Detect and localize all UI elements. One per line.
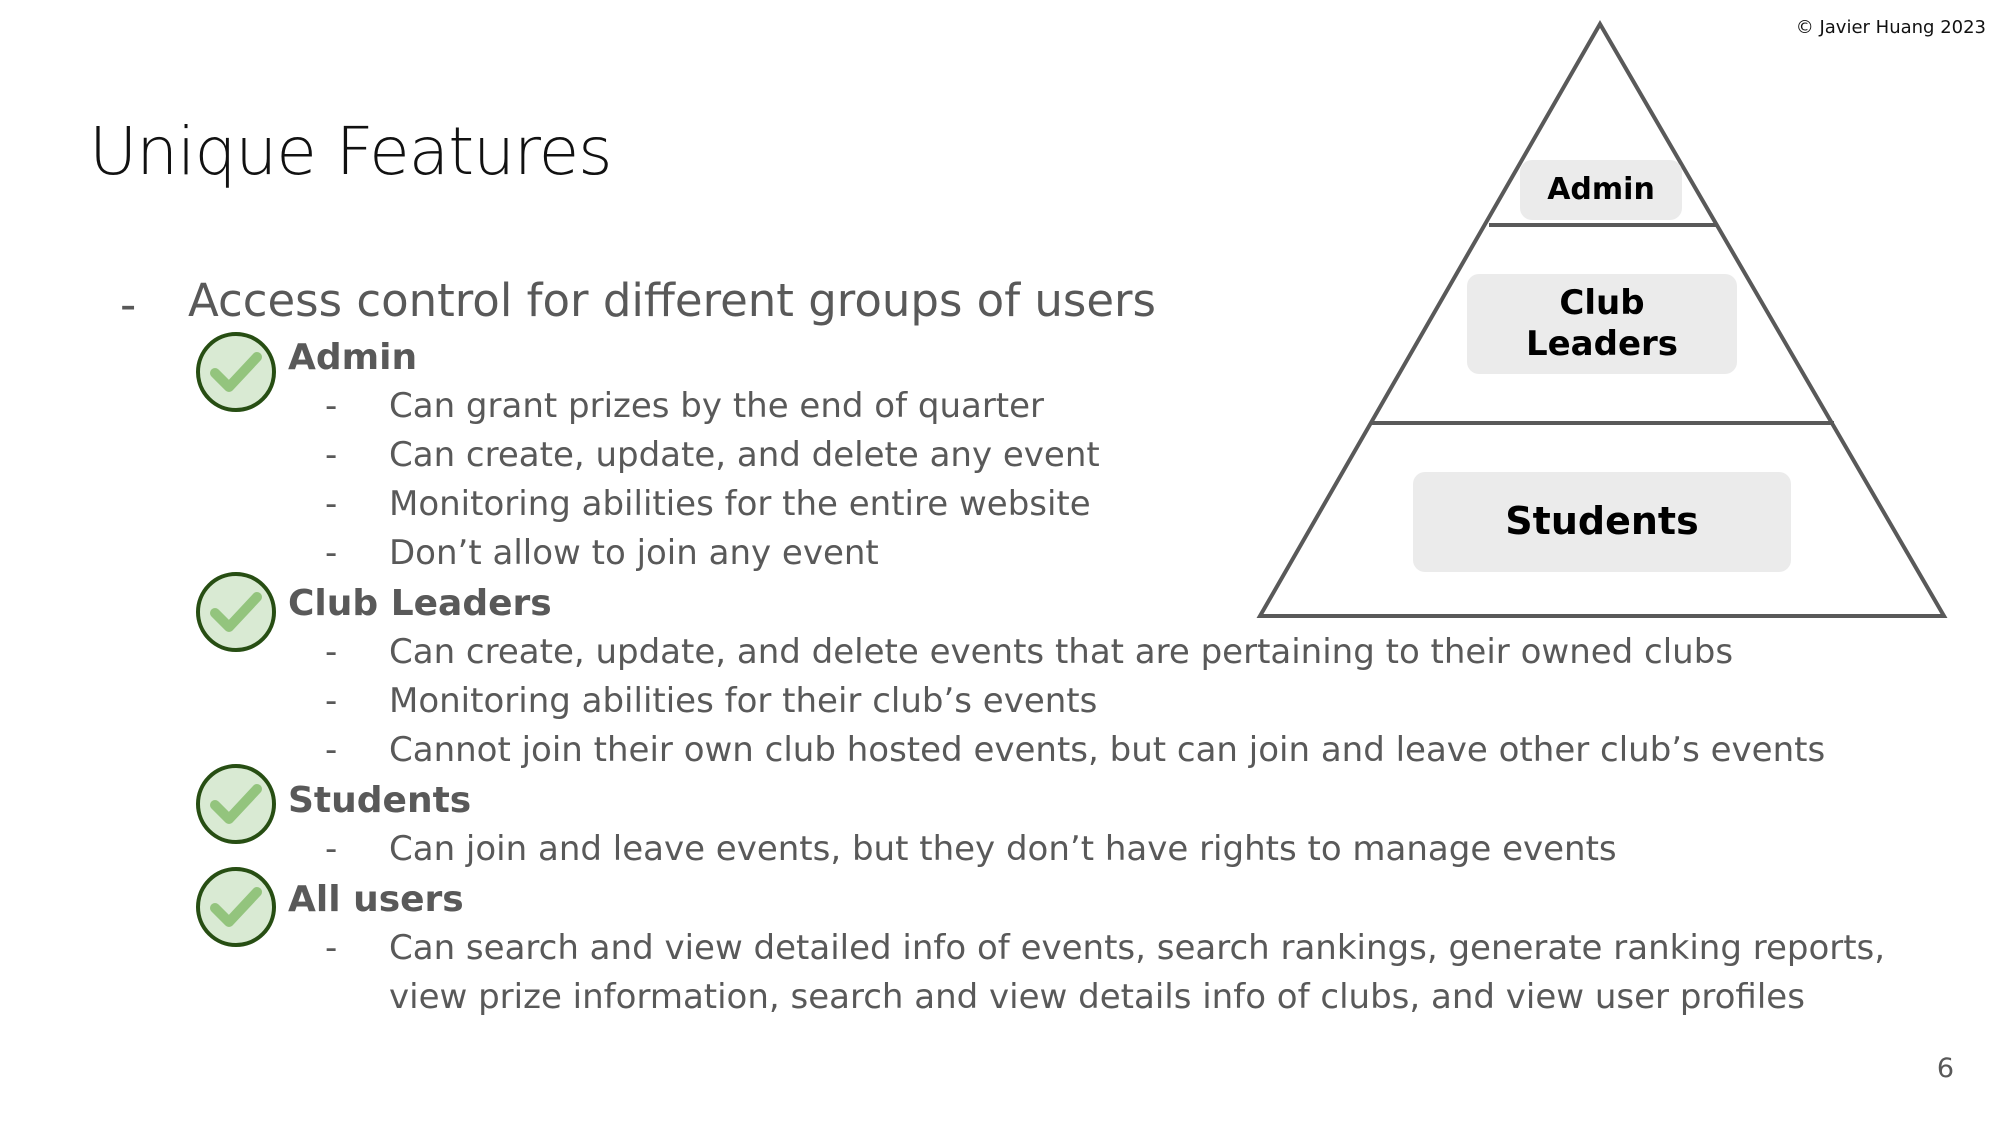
sub-dash: - xyxy=(325,386,338,426)
sub-dash: - xyxy=(325,928,338,968)
sub-dash: - xyxy=(325,632,338,672)
all-users-item-2: view prize information, search and view … xyxy=(389,977,1805,1017)
main-bullet-text: Access control for different groups of u… xyxy=(188,274,1156,327)
sub-dash: - xyxy=(325,435,338,475)
slide-title: Unique Features xyxy=(89,113,613,190)
sub-dash: - xyxy=(325,829,338,869)
club-leaders-item-3: Cannot join their own club hosted events… xyxy=(389,730,1826,770)
admin-item-2: Can create, update, and delete any event xyxy=(389,435,1100,475)
group-label-students: Students xyxy=(288,780,472,821)
sub-dash: - xyxy=(325,533,338,573)
pyramid-label-students: Students xyxy=(1413,472,1791,572)
sub-dash: - xyxy=(325,484,338,524)
pyramid-label-admin: Admin xyxy=(1520,160,1682,220)
admin-item-1: Can grant prizes by the end of quarter xyxy=(389,386,1045,426)
all-users-item-1: Can search and view detailed info of eve… xyxy=(389,928,1886,968)
check-circle-icon xyxy=(196,867,276,947)
sub-dash: - xyxy=(325,681,338,721)
bullet-dash: - xyxy=(120,278,137,331)
pyramid-outline xyxy=(1256,20,1948,618)
copyright-notice: © Javier Huang 2023 xyxy=(1795,17,1986,38)
page-number: 6 xyxy=(1936,1053,1954,1084)
pyramid-label-club-leaders: Club Leaders xyxy=(1467,274,1737,374)
group-label-club-leaders: Club Leaders xyxy=(288,583,552,624)
group-label-all-users: All users xyxy=(288,879,464,920)
sub-dash: - xyxy=(325,730,338,770)
club-leaders-item-2: Monitoring abilities for their club’s ev… xyxy=(389,681,1098,721)
check-circle-icon xyxy=(196,572,276,652)
check-circle-icon xyxy=(196,764,276,844)
students-item-1: Can join and leave events, but they don’… xyxy=(389,829,1617,869)
group-label-admin: Admin xyxy=(288,337,418,378)
check-circle-icon xyxy=(196,332,276,412)
admin-item-4: Don’t allow to join any event xyxy=(389,533,879,573)
club-leaders-item-1: Can create, update, and delete events th… xyxy=(389,632,1734,672)
admin-item-3: Monitoring abilities for the entire webs… xyxy=(389,484,1091,524)
